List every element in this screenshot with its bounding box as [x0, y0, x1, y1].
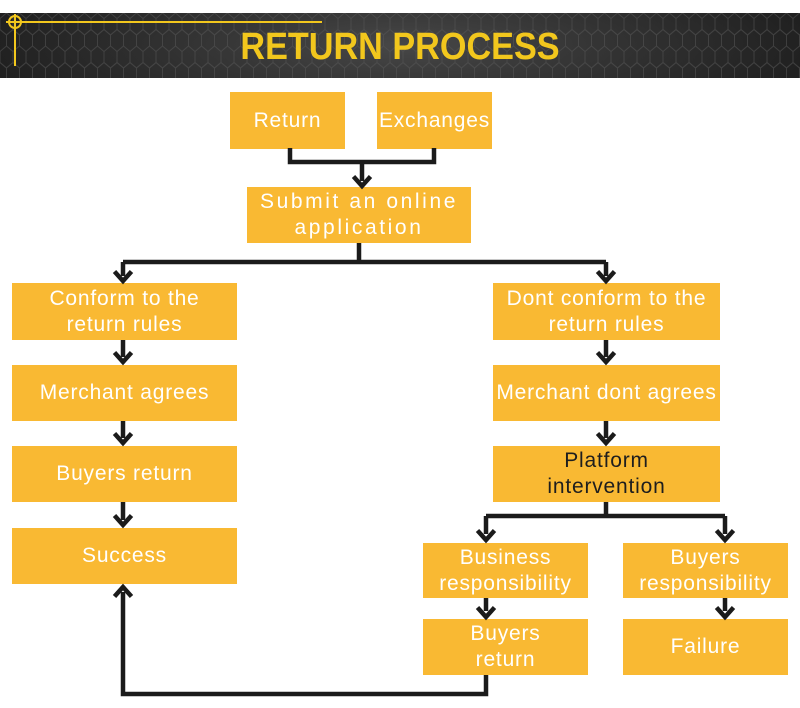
node-buyers-return-2-line2: return — [475, 648, 536, 671]
arrowhead-to-business — [475, 528, 497, 544]
node-conform-rules-line2: return rules — [66, 312, 183, 336]
node-conform-rules-line1: Conform to the — [49, 286, 200, 310]
node-return: Return — [230, 92, 345, 149]
hexagon-pattern — [0, 13, 800, 78]
node-merchant-agrees: Merchant agrees — [12, 365, 237, 421]
node-exchanges-label: Exchanges — [378, 108, 491, 132]
node-return-label: Return — [253, 108, 322, 132]
arrowhead-to-merchant-dont-agrees — [595, 350, 617, 366]
arrowhead-to-dont-conform — [595, 269, 617, 285]
node-failure: Failure — [623, 619, 788, 675]
arrowhead-to-platform — [595, 431, 617, 447]
node-merchant-dont-agrees: Merchant dont agrees — [493, 365, 720, 421]
node-merchant-dont-agrees-label: Merchant dont agrees — [496, 381, 717, 404]
page-title: RETURN PROCESS — [240, 26, 560, 68]
node-submit-application: Submit an online application — [247, 187, 471, 243]
node-dont-conform-rules: Dont conform to the return rules — [493, 283, 720, 340]
node-buyers-return-2: Buyers return — [423, 619, 588, 675]
node-conform-rules: Conform to the return rules — [12, 283, 237, 340]
arrowhead-to-success — [112, 513, 134, 529]
arrowhead-to-merchant-agrees — [112, 350, 134, 366]
arrowhead-to-buyers-resp — [714, 528, 736, 544]
arrowhead-to-buyers-return-2 — [475, 605, 497, 621]
connector-merge-top — [287, 148, 437, 165]
node-business-responsibility: Business responsibility — [423, 543, 588, 598]
arrowhead-to-buyers-return — [112, 431, 134, 447]
node-platform-intervention-line1: Platform — [564, 449, 649, 472]
crosshair-icon — [6, 14, 322, 66]
arrowhead-to-submit — [351, 174, 373, 190]
node-platform-intervention: Platform intervention — [493, 446, 720, 502]
node-buyers-responsibility-line1: Buyers — [670, 545, 741, 569]
header-banner: RETURN PROCESS — [0, 13, 800, 78]
node-buyers-responsibility: Buyers responsibility — [623, 543, 788, 598]
node-submit-application-line2: application — [294, 216, 424, 239]
node-exchanges: Exchanges — [377, 92, 492, 149]
node-buyers-return: Buyers return — [12, 446, 237, 502]
node-failure-label: Failure — [670, 635, 741, 658]
node-merchant-agrees-label: Merchant agrees — [39, 381, 210, 404]
node-dont-conform-rules-line2: return rules — [548, 312, 665, 336]
node-buyers-return-2-line1: Buyers — [470, 622, 541, 645]
node-dont-conform-rules-line1: Dont conform to the — [506, 286, 707, 310]
node-business-responsibility-line2: responsibility — [439, 571, 572, 595]
arrowhead-to-conform — [112, 269, 134, 285]
node-buyers-responsibility-line2: responsibility — [639, 571, 772, 595]
node-submit-application-line1: Submit an online — [259, 190, 459, 213]
node-business-responsibility-line1: Business — [459, 545, 552, 569]
node-platform-intervention-line2: intervention — [547, 475, 666, 498]
arrowhead-feedback-to-success — [112, 583, 134, 599]
node-success: Success — [12, 528, 237, 584]
arrowhead-to-failure — [714, 605, 736, 621]
node-success-label: Success — [82, 544, 167, 567]
node-buyers-return-label: Buyers return — [56, 462, 193, 485]
